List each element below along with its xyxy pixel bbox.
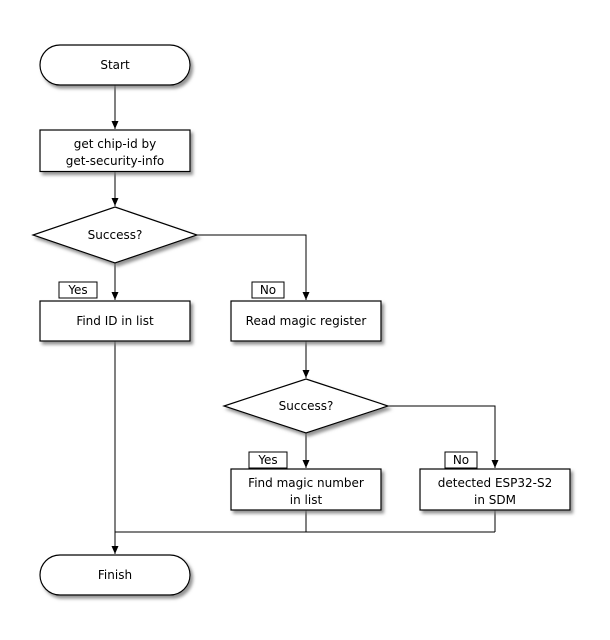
branch-yes-2-label: Yes <box>248 451 288 469</box>
branch-yes-2-text: Yes <box>257 453 277 467</box>
branch-yes-2-box <box>248 451 288 469</box>
detected-sdm-process-shape <box>419 468 571 511</box>
find-id-node: Find ID in list <box>39 300 191 342</box>
finish-node: Finish <box>39 554 191 596</box>
edge-decision2-no-to-detected <box>388 405 499 468</box>
branch-no-2-label: No <box>444 451 478 469</box>
finish-label: Finish <box>98 568 132 582</box>
get-chip-id-process-shape <box>39 129 191 173</box>
find-id-process-shape <box>39 300 191 342</box>
read-magic-label: Read magic register <box>246 314 367 328</box>
branch-no-2-box <box>444 451 478 469</box>
decision-2-diamond-shape <box>222 378 390 434</box>
decision-1-node: Success? <box>31 206 199 264</box>
get-chip-id-label-line1: get chip-id by <box>74 137 157 151</box>
read-magic-process-shape <box>230 300 382 342</box>
branch-no-1-text: No <box>260 283 276 297</box>
find-magic-node: Find magic number in list <box>230 468 382 511</box>
detected-sdm-label-line1: detected ESP32-S2 <box>438 476 553 490</box>
get-chip-id-node: get chip-id by get-security-info <box>39 129 191 173</box>
decision-1-label: Success? <box>88 228 143 242</box>
edge-decision1-no-to-readmagic <box>197 234 310 300</box>
detected-sdm-label-line2: in SDM <box>474 493 516 507</box>
detected-sdm-node: detected ESP32-S2 in SDM <box>419 468 571 511</box>
find-magic-label-line1: Find magic number <box>248 476 364 490</box>
branch-no-2-text: No <box>453 453 469 467</box>
branch-no-1-box <box>251 281 285 299</box>
find-magic-process-shape <box>230 468 382 511</box>
find-id-label: Find ID in list <box>76 314 154 328</box>
start-label: Start <box>100 58 130 72</box>
branch-no-1-label: No <box>251 281 285 299</box>
branch-yes-1-text: Yes <box>67 283 87 297</box>
start-terminator-shape <box>39 44 191 86</box>
read-magic-node: Read magic register <box>230 300 382 342</box>
decision-2-label: Success? <box>279 399 334 413</box>
finish-terminator-shape <box>39 554 191 596</box>
get-chip-id-label-line2: get-security-info <box>66 154 165 168</box>
decision-1-diamond-shape <box>31 206 199 264</box>
decision-2-node: Success? <box>222 378 390 434</box>
start-node: Start <box>39 44 191 86</box>
branch-yes-1-label: Yes <box>58 281 98 299</box>
branch-yes-1-box <box>58 281 98 299</box>
find-magic-label-line2: in list <box>290 493 323 507</box>
